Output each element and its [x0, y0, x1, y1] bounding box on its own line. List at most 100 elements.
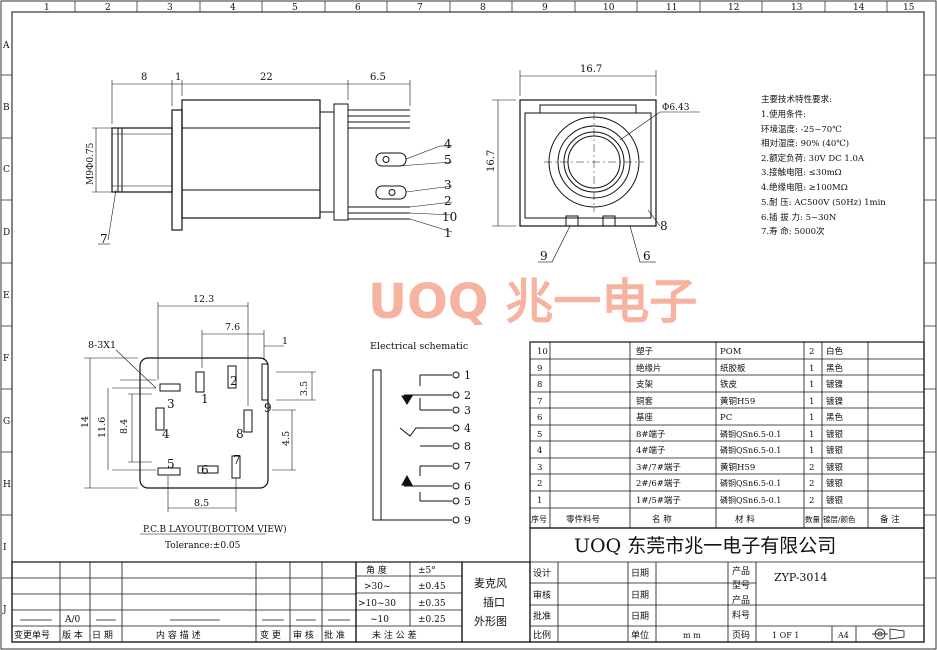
callout-1: 1: [444, 226, 452, 240]
spec-line-5: 3.接触电阻: ≤30mΩ: [761, 167, 842, 178]
bom-row: 7 铜套 黄铜H59 1 镀镍: [537, 396, 844, 407]
pcb-dim-12-3: 12.3: [193, 294, 214, 305]
bom-rows: 10 塑子 POM 2 白色 9 绝缘片 纸胶板 1 黑色 8 支架 铁皮 1 …: [531, 346, 900, 525]
tb-unit: 单位: [631, 629, 649, 641]
bom-cell: 镀银: [826, 495, 844, 506]
bom-cell: 镀银: [826, 478, 844, 489]
pcb-pin-5: 5: [167, 457, 175, 471]
rev-label-change: 变更单号: [14, 629, 50, 641]
bom-cell: 1: [537, 496, 542, 506]
bom-cell: 5: [537, 430, 542, 440]
drawing-name-3: 外形图: [474, 615, 507, 628]
bom-cell: 磷铜QSn6.5-0.1: [720, 445, 781, 455]
spec-line-1: 1.使用条件:: [761, 109, 806, 120]
sch-pin-6: 6: [464, 480, 471, 493]
sch-pin-4: 4: [464, 422, 471, 435]
schematic-pins: 1 2 3 4 8 7 6 5 9: [464, 369, 471, 527]
bom-cell: 铁皮: [720, 379, 738, 390]
bom-cell: 2: [809, 479, 814, 489]
bom-header-cell: 数量: [805, 514, 820, 524]
bom-cell: 镀银: [826, 445, 844, 456]
schematic: [372, 369, 460, 524]
spec-line-9: 7.寿 命: 5000次: [761, 226, 825, 237]
tb-model-label-2: 型号: [732, 580, 750, 591]
bom-cell: 1: [809, 430, 814, 440]
bom-cell: 4: [537, 446, 542, 456]
bom-cell: 8: [537, 380, 542, 390]
tb-model-label-1: 产品: [732, 565, 750, 577]
callout-5: 5: [444, 153, 452, 167]
zone-row-b: B: [3, 103, 10, 113]
rev-version: A/0: [64, 615, 81, 625]
zone-row-i: I: [3, 543, 7, 553]
dim-22: 22: [260, 72, 273, 83]
watermark: UOQ 兆一电子: [368, 274, 697, 330]
tb-design: 设计: [533, 567, 551, 579]
tb-part-label: 产品 料号: [732, 594, 753, 621]
pcb-dim-8-5: 8.5: [194, 498, 209, 509]
bom-cell: 镀镍: [826, 396, 844, 407]
bom-cell: 1: [809, 364, 814, 374]
rev-label-version: 版 本: [62, 629, 83, 641]
bom-cell: 黄铜H59: [720, 396, 755, 407]
bom-cell: 2: [809, 463, 814, 473]
callout-10: 10: [442, 210, 457, 224]
tb-approve: 批准: [533, 610, 551, 622]
tb-model-label: 产品 型号: [732, 565, 753, 591]
tb-part-label-1: 产品: [732, 594, 750, 606]
spec-line-3: 相对湿度: 90% (40℃): [761, 138, 849, 149]
pcb-pin-9: 9: [264, 401, 272, 415]
bom-cell: 支架: [636, 379, 654, 390]
zone-row-e: E: [3, 291, 10, 301]
bom-cell: 7: [537, 397, 542, 407]
tb-unit-value: m m: [683, 631, 701, 640]
zone-col-1: 1: [44, 3, 50, 13]
pcb-pin-8: 8: [236, 427, 244, 441]
bom-cell: 2: [537, 479, 542, 489]
zone-col-12: 12: [728, 3, 739, 13]
tb-size: A4: [837, 631, 849, 640]
callout-3: 3: [444, 178, 452, 192]
sch-pin-5: 5: [464, 495, 471, 508]
spec-heading: 主要技术特性要求:: [761, 94, 832, 105]
front-height-dim: 16.7: [486, 150, 497, 172]
zone-col-13: 13: [791, 3, 803, 13]
zone-col-8: 8: [480, 3, 486, 13]
rev-label-modify: 变 更: [260, 629, 281, 641]
dim-6-5: 6.5: [370, 72, 386, 83]
tb-model: ZYP-3014: [774, 571, 827, 584]
tb-date-3: 日期: [631, 611, 649, 622]
pcb-pin-6: 6: [201, 463, 209, 477]
bom-header: 序号 零件料号 名 称 材 料 数量 镀层/颜色 备 注: [531, 514, 900, 525]
row-zones: A B C D E F G H I J: [1, 41, 936, 615]
callout-7: 7: [100, 232, 108, 246]
zone-col-11: 11: [666, 3, 677, 13]
sch-pin-3: 3: [464, 404, 471, 417]
pcb-pin-7: 7: [233, 453, 241, 467]
spec-line-7: 5.耐 压: AC500V (50Hz) 1min: [761, 197, 886, 208]
bom-cell: 8#端子: [636, 429, 666, 440]
tb-page: 1 OF 1: [772, 631, 799, 640]
callout-9: 9: [540, 249, 548, 263]
zone-col-10: 10: [603, 3, 615, 13]
bom-header-cell: 名 称: [652, 514, 672, 525]
zone-col-6: 6: [355, 3, 361, 13]
pcb-dim-3-5: 3.5: [299, 381, 310, 396]
dim-8: 8: [141, 72, 147, 83]
tol-range-2: >10~30: [358, 599, 396, 609]
sch-pin-9: 9: [464, 514, 471, 527]
bom-row: 1 1#/5#端子 磷铜QSn6.5-0.1 2 镀银: [537, 495, 844, 506]
zone-col-5: 5: [292, 3, 298, 13]
tol-value-1: ±0.45: [418, 582, 446, 592]
zone-col-3: 3: [167, 3, 173, 13]
tolerance-text: 角 度 ±5° >30~ ±0.45 >10~30 ±0.35 ~10 ±0.2…: [358, 564, 446, 641]
callout-6: 6: [643, 249, 651, 263]
spec-line-2: 环境温度: -25~70℃: [761, 124, 842, 135]
bom-cell: 6: [537, 413, 542, 423]
bom-cell: 镀镍: [826, 379, 844, 390]
tol-header-angle: 角 度: [366, 564, 387, 576]
bom-cell: 2: [809, 496, 814, 506]
front-view: [492, 70, 700, 263]
tb-part-label-2: 料号: [732, 609, 750, 621]
zone-col-4: 4: [230, 3, 236, 13]
